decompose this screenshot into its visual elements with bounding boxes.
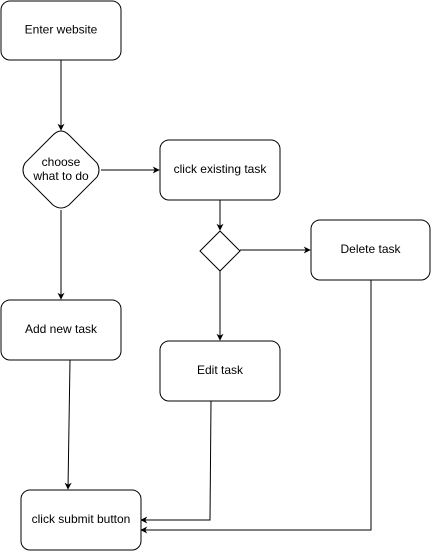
node-delete-task-label: Delete task (340, 242, 401, 256)
node-add-new-task: Add new task (0, 299, 122, 361)
node-choose-label-line2: what to do (32, 169, 89, 183)
edge-delete-to-submit (140, 280, 372, 534)
node-add-new-task-label: Add new task (25, 322, 98, 336)
node-click-submit-label: click submit button (32, 512, 131, 526)
node-click-existing-task: click existing task (159, 139, 281, 201)
node-edit-task: Edit task (159, 340, 281, 402)
edge-add-new-to-submit (64, 359, 72, 490)
node-choose-label-line1: choose (42, 155, 81, 169)
edges (57, 60, 372, 534)
edge-edit-to-submit (140, 400, 212, 524)
node-existing-decision (199, 230, 241, 272)
node-click-submit-button: click submit button (20, 489, 142, 551)
node-edit-task-label: Edit task (197, 363, 244, 377)
node-choose-decision: choose what to do (22, 130, 100, 209)
node-enter-website: Enter website (0, 0, 122, 61)
node-enter-website-label: Enter website (25, 23, 98, 37)
node-click-existing-label: click existing task (174, 162, 268, 176)
node-delete-task: Delete task (310, 219, 431, 281)
